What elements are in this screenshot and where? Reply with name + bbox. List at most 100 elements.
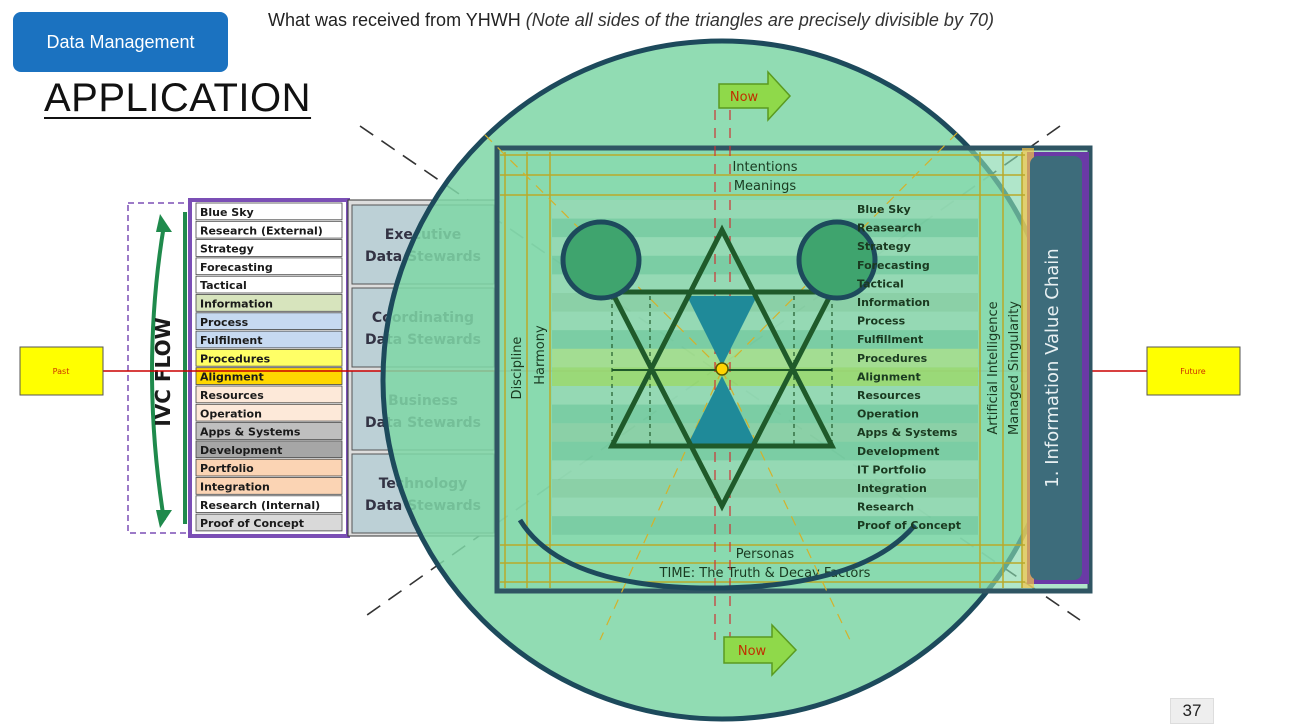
center-dot — [715, 362, 729, 376]
left-list-item: Tactical — [200, 279, 247, 292]
left-list-item: Apps & Systems — [200, 426, 301, 439]
right-list-band — [552, 330, 978, 349]
left-list-row — [195, 202, 343, 221]
right-list-item: Process — [857, 315, 906, 328]
past-box[interactable] — [19, 346, 104, 396]
left-list-row — [195, 422, 343, 440]
left-list-row — [195, 477, 343, 495]
left-list-row — [195, 312, 343, 330]
right-list-item: Procedures — [857, 352, 928, 365]
frame-top-2: Meanings — [734, 179, 797, 194]
left-list-row — [195, 239, 343, 257]
left-list-item: Fulfilment — [200, 334, 263, 347]
left-list-item: Alignment — [200, 371, 264, 384]
right-list-band — [552, 311, 978, 331]
heading-note: (Note all sides of the triangles are pre… — [525, 10, 994, 30]
smile-arc — [517, 518, 917, 591]
left-list-row — [195, 275, 343, 294]
right-list-item: Strategy — [857, 240, 911, 253]
frame-left-2: Harmony — [533, 325, 548, 385]
heading-main: What was received from YHWH — [268, 10, 526, 30]
ivc-arrow-head-top — [156, 214, 172, 232]
information-value-chain-label: 1. Information Value Chain — [1042, 248, 1063, 487]
ivc-flow-bar — [183, 212, 187, 524]
slide-heading: What was received from YHWH (Note all si… — [268, 10, 994, 31]
left-eye-circle — [560, 219, 642, 301]
star-triangle-up — [607, 224, 837, 449]
right-list-item: Operation — [857, 408, 919, 421]
right-list-item: Information — [857, 296, 930, 309]
left-list-row — [195, 330, 343, 349]
page-number: 37 — [1170, 698, 1214, 724]
left-list-item: Blue Sky — [200, 206, 254, 219]
left-list-item: Forecasting — [200, 261, 273, 274]
right-eye-circle — [796, 219, 878, 301]
right-list: Blue SkyReasearchStrategyForecastingTact… — [857, 203, 961, 532]
chain-inner-panel — [1030, 156, 1082, 580]
hourglass-top — [687, 296, 757, 366]
right-list-item: Fulfillment — [857, 333, 923, 346]
left-list-item: Integration — [200, 481, 270, 494]
right-list-item: Blue Sky — [857, 203, 911, 216]
left-list-row — [195, 513, 343, 532]
left-list-item: Information — [200, 298, 273, 311]
frame-right-1: Artificial Intelligence — [986, 301, 1001, 434]
left-list-row — [195, 220, 343, 239]
left-list-row — [195, 348, 343, 367]
right-list-band — [552, 386, 978, 405]
right-list-band — [552, 479, 978, 498]
ivc-arrow-head-bottom — [156, 510, 172, 528]
left-list-item: Operation — [200, 407, 262, 420]
left-list-row — [195, 367, 343, 385]
right-list-band — [552, 200, 978, 219]
ivc-flow-box — [127, 202, 193, 534]
right-list-item: Resources — [857, 389, 921, 402]
left-list-row — [195, 385, 343, 404]
now-label-bottom: Now — [738, 644, 767, 659]
right-list-item: Research — [857, 501, 914, 514]
right-list-band — [552, 218, 978, 238]
future-label: Future — [1180, 367, 1206, 376]
star-triangle-down — [607, 289, 837, 512]
right-list-band — [552, 497, 978, 517]
vertical-red-dashes — [714, 110, 731, 640]
left-list-row — [195, 458, 343, 477]
left-list-row — [195, 495, 343, 513]
future-box[interactable] — [1146, 346, 1241, 396]
now-arrow-bottom[interactable] — [723, 623, 798, 677]
past-label: Past — [53, 367, 70, 376]
frame-left-1: Discipline — [510, 337, 525, 400]
right-list-item: Apps & Systems — [857, 426, 958, 439]
left-list-item: Strategy — [200, 243, 254, 256]
left-list-row — [195, 440, 343, 459]
left-list-row — [195, 294, 343, 312]
right-list-item: Forecasting — [857, 259, 930, 272]
right-list-item: Proof of Concept — [857, 519, 961, 532]
right-list-band — [552, 293, 978, 312]
right-list-item: Development — [857, 445, 939, 458]
now-label-top: Now — [730, 90, 759, 105]
frame-right-2: Managed Singularity — [1007, 301, 1022, 435]
right-list-band — [552, 423, 978, 442]
hourglass-bottom — [687, 376, 757, 446]
left-list-item: Procedures — [200, 352, 271, 365]
frame-top-1: Intentions — [732, 160, 797, 175]
data-management-badge[interactable]: Data Management — [13, 12, 228, 72]
frame-bottom-1: Personas — [736, 547, 795, 562]
application-title: APPLICATION — [44, 76, 312, 120]
right-list-item: Alignment — [857, 370, 921, 383]
left-list-row — [195, 257, 343, 276]
right-list-band — [552, 460, 978, 479]
left-list-item: Portfolio — [200, 462, 254, 475]
left-list-item: Research (External) — [200, 224, 323, 237]
left-list-item: Process — [200, 316, 249, 329]
left-list-item: Proof of Concept — [200, 517, 304, 530]
frame-bands — [500, 152, 1025, 588]
left-list-item: Development — [200, 444, 282, 457]
left-list-row — [195, 403, 343, 422]
right-list-band — [552, 404, 978, 424]
now-arrow-top[interactable] — [718, 70, 792, 122]
